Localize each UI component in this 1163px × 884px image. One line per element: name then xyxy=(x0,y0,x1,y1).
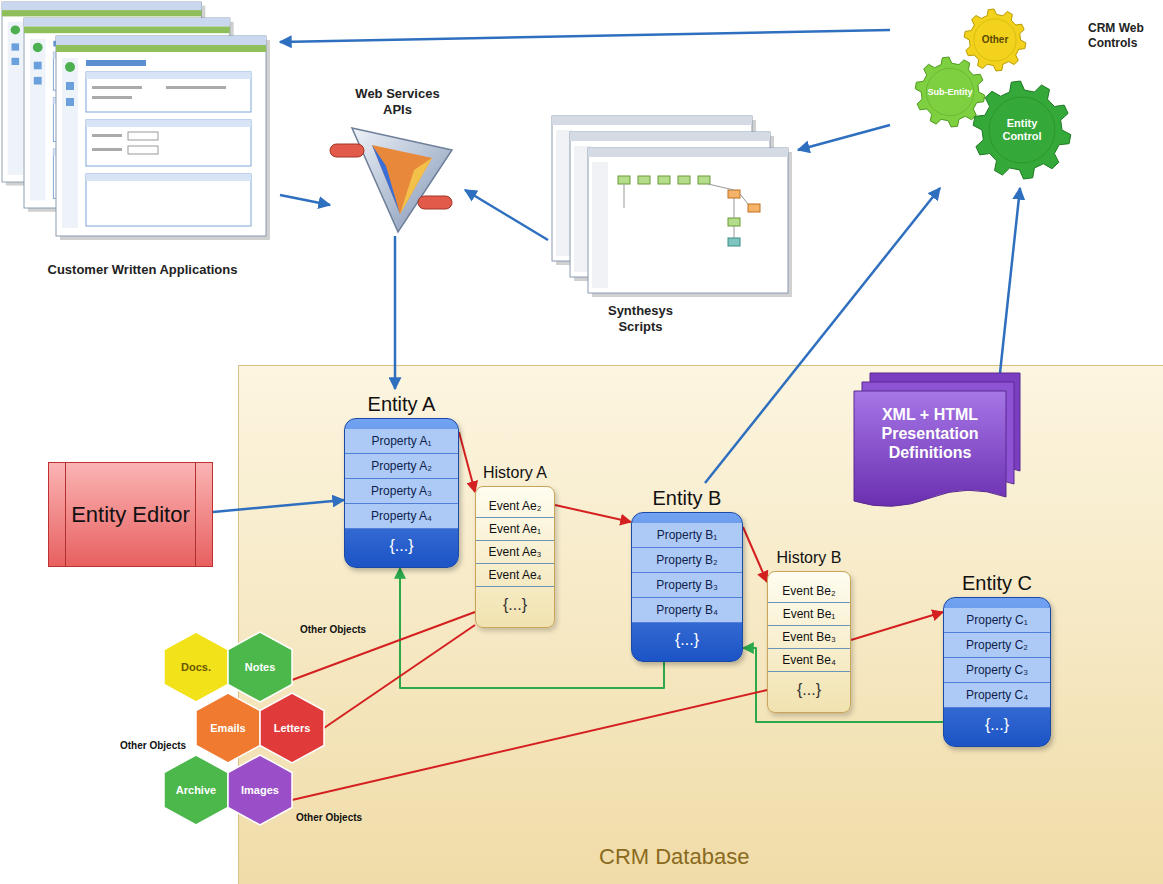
history-heading: History B xyxy=(767,544,851,571)
event-row: Event Be₁ xyxy=(768,603,850,626)
property-row: Property B₁ xyxy=(632,523,742,548)
object-label: Other Objects xyxy=(296,812,362,823)
entity-heading: Entity B xyxy=(631,483,743,512)
connector xyxy=(743,527,767,582)
event-row: Event Ae₄ xyxy=(476,564,554,587)
node-syn: Synthesys Scripts xyxy=(548,112,798,337)
more-row: {...} xyxy=(476,587,554,623)
property-row: Property B₃ xyxy=(632,573,742,598)
connector xyxy=(280,30,890,42)
object-label: Other Objects xyxy=(300,624,366,635)
entity-box: Property B₁Property B₂Property B₃Propert… xyxy=(631,512,743,662)
controls-caption: CRM Web Controls xyxy=(1088,21,1154,51)
property-row: Property B₂ xyxy=(632,548,742,573)
connector xyxy=(459,432,475,492)
node-hist: History AEvent Ae₂Event Ae₁Event Ae₃Even… xyxy=(475,459,555,628)
more-row: {...} xyxy=(944,708,1050,742)
node-hex: Letters xyxy=(260,693,324,763)
property-row: Property A₁ xyxy=(345,429,458,454)
node-ent: Entity CProperty C₁Property C₂Property C… xyxy=(943,568,1051,747)
gear-label: Sub-Entity xyxy=(928,87,973,98)
node-hex: Docs. xyxy=(164,632,228,702)
node-hex: Emails xyxy=(196,693,260,763)
connector xyxy=(743,648,943,722)
node-ent: Entity BProperty B₁Property B₂Property B… xyxy=(631,483,743,662)
editor-label: Entity Editor xyxy=(68,502,193,528)
connector xyxy=(555,505,631,522)
gear-label: Other xyxy=(982,34,1009,46)
history-box: Event Be₂Event Be₁Event Be₃Event Be₄{...… xyxy=(767,571,851,713)
entity-box: Property A₁Property A₂Property A₃Propert… xyxy=(344,418,459,568)
hex-label: Images xyxy=(241,784,279,796)
connector xyxy=(465,190,548,240)
connector xyxy=(292,690,767,800)
more-row: {...} xyxy=(345,529,458,563)
node-xml: XML + HTML Presentation Definitions xyxy=(854,373,1022,508)
definitions-label: XML + HTML Presentation Definitions xyxy=(858,405,1002,462)
hex-label: Docs. xyxy=(181,661,211,673)
object-label: Other Objects xyxy=(120,740,186,751)
more-row: {...} xyxy=(768,672,850,708)
entity-heading: Entity C xyxy=(943,568,1051,597)
property-row: Property B₄ xyxy=(632,598,742,623)
node-hex: Images xyxy=(228,755,292,825)
connector xyxy=(280,195,330,205)
node-hex: Archive xyxy=(164,755,228,825)
node-ent: Entity AProperty A₁Property A₂Property A… xyxy=(344,389,459,568)
node-app: Customer Written Applications xyxy=(5,3,280,283)
entity-heading: Entity A xyxy=(344,389,459,418)
property-row: Property C₂ xyxy=(944,633,1050,658)
property-row: Property A₂ xyxy=(345,454,458,479)
hex-label: Emails xyxy=(210,722,245,734)
database-region: CRM DatabaseEntity AProperty A₁Property … xyxy=(238,365,1163,884)
property-row: Property C₄ xyxy=(944,683,1050,708)
event-row: Event Be₄ xyxy=(768,649,850,672)
event-row: Event Ae₁ xyxy=(476,518,554,541)
connector xyxy=(705,188,940,483)
event-row: Event Be₃ xyxy=(768,626,850,649)
entity-box: Property C₁Property C₂Property C₃Propert… xyxy=(943,597,1051,747)
connector xyxy=(1000,188,1020,373)
scripts-caption: Synthesys Scripts xyxy=(593,303,688,335)
connector xyxy=(292,612,475,680)
node-gear: Entity Control xyxy=(972,80,1072,180)
hex-label: Archive xyxy=(176,784,216,796)
node-hist: History BEvent Be₂Event Be₁Event Be₃Even… xyxy=(767,544,851,713)
hex-label: Notes xyxy=(245,661,276,673)
connector xyxy=(400,568,664,688)
connector xyxy=(851,612,943,640)
history-heading: History A xyxy=(475,459,555,486)
event-row: Event Ae₂ xyxy=(476,495,554,518)
gear-label: Entity Control xyxy=(990,117,1054,143)
property-row: Property A₃ xyxy=(345,479,458,504)
node-hex: Notes xyxy=(228,632,292,702)
database-label: CRM Database xyxy=(599,844,749,870)
node-ctl: CRM Web Controls OtherSub-EntityEntity Co… xyxy=(890,3,1160,188)
property-row: Property C₃ xyxy=(944,658,1050,683)
node-gear: Other xyxy=(963,8,1027,72)
node-ed: Entity Editor xyxy=(48,462,213,567)
event-row: Event Ae₃ xyxy=(476,541,554,564)
property-row: Property A₄ xyxy=(345,504,458,529)
api-caption: Web Services APIs xyxy=(348,86,448,118)
connector xyxy=(324,625,475,728)
connector xyxy=(798,125,890,150)
hex-label: Letters xyxy=(274,722,311,734)
node-ws: Web Services APIs xyxy=(330,86,465,236)
event-row: Event Be₂ xyxy=(768,580,850,603)
history-box: Event Ae₂Event Ae₁Event Ae₃Event Ae₄{...… xyxy=(475,486,555,628)
connector xyxy=(213,500,344,512)
property-row: Property C₁ xyxy=(944,608,1050,633)
connector xyxy=(394,236,397,389)
more-row: {...} xyxy=(632,623,742,657)
app-caption: Customer Written Applications xyxy=(48,262,238,283)
